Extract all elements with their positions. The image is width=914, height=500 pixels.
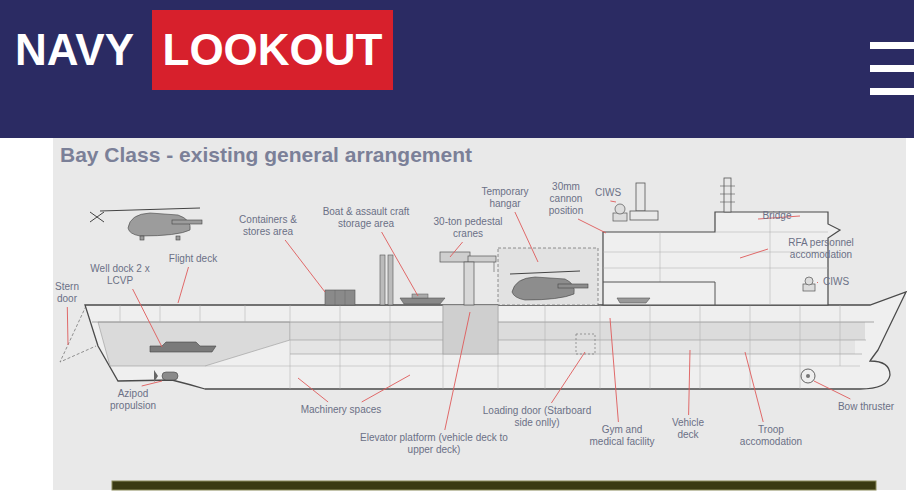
leader-line xyxy=(610,201,616,202)
leader-line xyxy=(610,318,618,422)
part-label: Boat & assault craft storage area xyxy=(311,206,421,230)
leader-line xyxy=(362,375,410,402)
leader-line xyxy=(382,232,418,296)
diagram-title: Bay Class - existing general arrangement xyxy=(60,143,472,167)
leader-line xyxy=(551,352,585,403)
part-label: Azipod propulsion xyxy=(103,388,163,412)
leader-line xyxy=(285,240,325,292)
leader-line xyxy=(445,312,470,430)
part-label: Flight deck xyxy=(158,253,228,265)
part-label: CIWS xyxy=(821,276,851,288)
part-label: Bridge xyxy=(757,210,797,222)
logo-box: LOOKOUT xyxy=(152,10,393,90)
header-band: NAVY LOOKOUT xyxy=(0,0,914,138)
menu-icon xyxy=(866,38,914,98)
logo-text: NAVY xyxy=(15,24,134,76)
part-label: Temporary hangar xyxy=(475,186,535,210)
leader-line xyxy=(745,352,763,422)
leader-line xyxy=(689,350,690,415)
leader-line xyxy=(740,249,768,258)
part-label: Elevator platform (vehicle deck to upper… xyxy=(354,432,514,456)
logo-text: LOOKOUT xyxy=(163,24,383,76)
part-label: 30-ton pedestal cranes xyxy=(430,216,506,240)
part-label: Bow thruster xyxy=(826,401,906,413)
leader-line xyxy=(515,212,538,262)
part-label: Gym and medical facility xyxy=(584,424,660,448)
leader-line xyxy=(142,381,162,386)
leader-line xyxy=(178,267,189,303)
leader-line xyxy=(67,307,69,345)
part-label: Loading door (Starboard side onlly) xyxy=(477,405,597,429)
part-label: Machinery spaces xyxy=(291,404,391,416)
leader-line xyxy=(450,242,463,257)
leader-line xyxy=(133,289,162,347)
leader-line xyxy=(817,282,818,283)
part-label: RFA personnel accomodation xyxy=(771,237,871,261)
part-label: 30mm cannon position xyxy=(543,181,589,217)
part-label: Well dock 2 x LCVP xyxy=(90,263,150,287)
part-label: Troop accomodation xyxy=(736,424,806,448)
part-label: Containers & stores area xyxy=(228,214,308,238)
leader-line xyxy=(298,378,328,402)
part-label: Stern door xyxy=(50,281,84,305)
leader-line xyxy=(814,381,850,399)
leader-line xyxy=(578,219,606,233)
part-label: Vehicle deck xyxy=(666,417,710,441)
part-label: CIWS xyxy=(593,187,623,199)
